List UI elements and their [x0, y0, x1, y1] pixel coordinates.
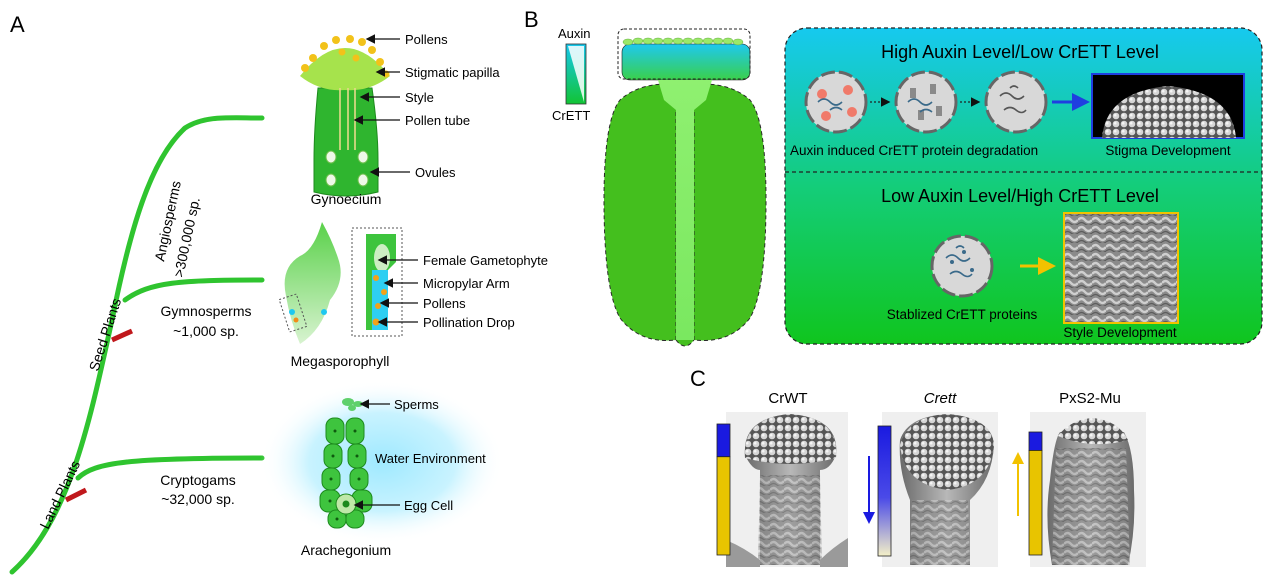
- gynoecium-ovules: [325, 150, 369, 187]
- caption-stabilized-crett: Stablized CrETT proteins: [887, 307, 1038, 322]
- stigma-region: [621, 43, 751, 81]
- megasporophyll-ovule-box: [278, 293, 308, 333]
- stigma-sem-image: [1091, 73, 1245, 139]
- legend-frame: [565, 43, 587, 105]
- style-canal: [658, 80, 712, 340]
- gynoecium-papillae: [300, 48, 390, 91]
- arachegonium-callouts: [353, 399, 400, 510]
- tree-trunk: [9, 115, 265, 575]
- sem-crett: [882, 412, 998, 567]
- label-egg-cell: Egg Cell: [404, 498, 453, 513]
- ovary-left-lobe: [603, 83, 677, 342]
- phylogeny-tree: [9, 115, 265, 575]
- arachegonium-nuclei: [328, 429, 361, 521]
- branch-gymnosperms: [122, 277, 265, 303]
- gynoecium-pollen: [301, 35, 390, 78]
- label-micropylar-arm: Micropylar Arm: [423, 276, 510, 291]
- label-mega-pollens: Pollens: [423, 296, 466, 311]
- caption-stigma-development: Stigma Development: [1105, 143, 1231, 158]
- label-pollen-tube: Pollen tube: [405, 113, 470, 128]
- caption-style-development: Style Development: [1063, 325, 1177, 340]
- label-gymnosperms-count: ~1,000 sp.: [173, 323, 239, 339]
- cut-mark-land-plants: [64, 487, 88, 503]
- cut-mark-seed-plants: [110, 328, 134, 343]
- panel-letter-c: C: [690, 366, 706, 391]
- label-ovules: Ovules: [415, 165, 456, 180]
- label-pollination-drop: Pollination Drop: [423, 315, 515, 330]
- caption-arachegonium: Arachegonium: [301, 542, 391, 558]
- bar-crwt: [716, 423, 731, 556]
- legend-wedge: [568, 46, 584, 102]
- label-crett: Crett: [924, 390, 957, 407]
- label-gymnosperms: Gymnosperms: [160, 303, 251, 319]
- cell-degradation-stage-3: [984, 70, 1048, 134]
- title-high-auxin: High Auxin Level/Low CrETT Level: [881, 42, 1159, 62]
- caption-gynoecium: Gynoecium: [311, 191, 382, 207]
- caption-crett-degradation: Auxin induced CrETT protein degradation: [790, 143, 1038, 158]
- label-style: Style: [405, 90, 434, 105]
- megasporophyll-detail: [366, 234, 396, 330]
- gynoecium-body: [313, 87, 379, 197]
- label-crwt: CrWT: [768, 390, 807, 407]
- ovary-right-lobe: [693, 83, 767, 342]
- style-sem-image: [1063, 212, 1179, 324]
- cell-degradation-stage-1: [804, 70, 868, 134]
- branch-cryptogams: [75, 455, 265, 481]
- bar-crett-gradient: [877, 425, 892, 557]
- megasporophyll-detail-box: [351, 227, 403, 337]
- gynoecium-illustration: [300, 35, 390, 197]
- panel-letter-b: B: [524, 7, 539, 32]
- legend-crett: CrETT: [552, 108, 590, 123]
- caption-megasporophyll: Megasporophyll: [291, 353, 390, 369]
- gynoecium-callouts: [353, 34, 410, 177]
- label-stigmatic-papilla: Stigmatic papilla: [405, 65, 500, 80]
- label-female-gametophyte: Female Gametophyte: [423, 253, 548, 268]
- gynoecium-cross-section: [603, 28, 767, 347]
- label-cryptogams-count: ~32,000 sp.: [161, 491, 235, 507]
- cell-stabilized: [930, 234, 994, 298]
- legend-auxin: Auxin: [558, 26, 591, 41]
- label-water-environment: Water Environment: [375, 451, 486, 466]
- megasporophyll-callouts: [377, 255, 418, 327]
- cell-degradation-stage-2: [894, 70, 958, 134]
- label-gynoecium-pollens: Pollens: [405, 32, 448, 47]
- panel-letter-a: A: [10, 12, 25, 37]
- megasporophyll-illustration: [278, 222, 341, 344]
- label-cryptogams: Cryptogams: [160, 472, 235, 488]
- label-pxs2-mu: PxS2-Mu: [1059, 390, 1121, 407]
- title-low-auxin: Low Auxin Level/High CrETT Level: [881, 186, 1159, 206]
- megasporophyll-blade: [284, 222, 341, 344]
- label-sperms: Sperms: [394, 397, 439, 412]
- bar-pxs2-mu: [1028, 431, 1043, 556]
- sem-pxs2-mu: [1030, 412, 1146, 567]
- stigma-dashed-box: [617, 28, 751, 80]
- sem-crwt: [726, 412, 848, 567]
